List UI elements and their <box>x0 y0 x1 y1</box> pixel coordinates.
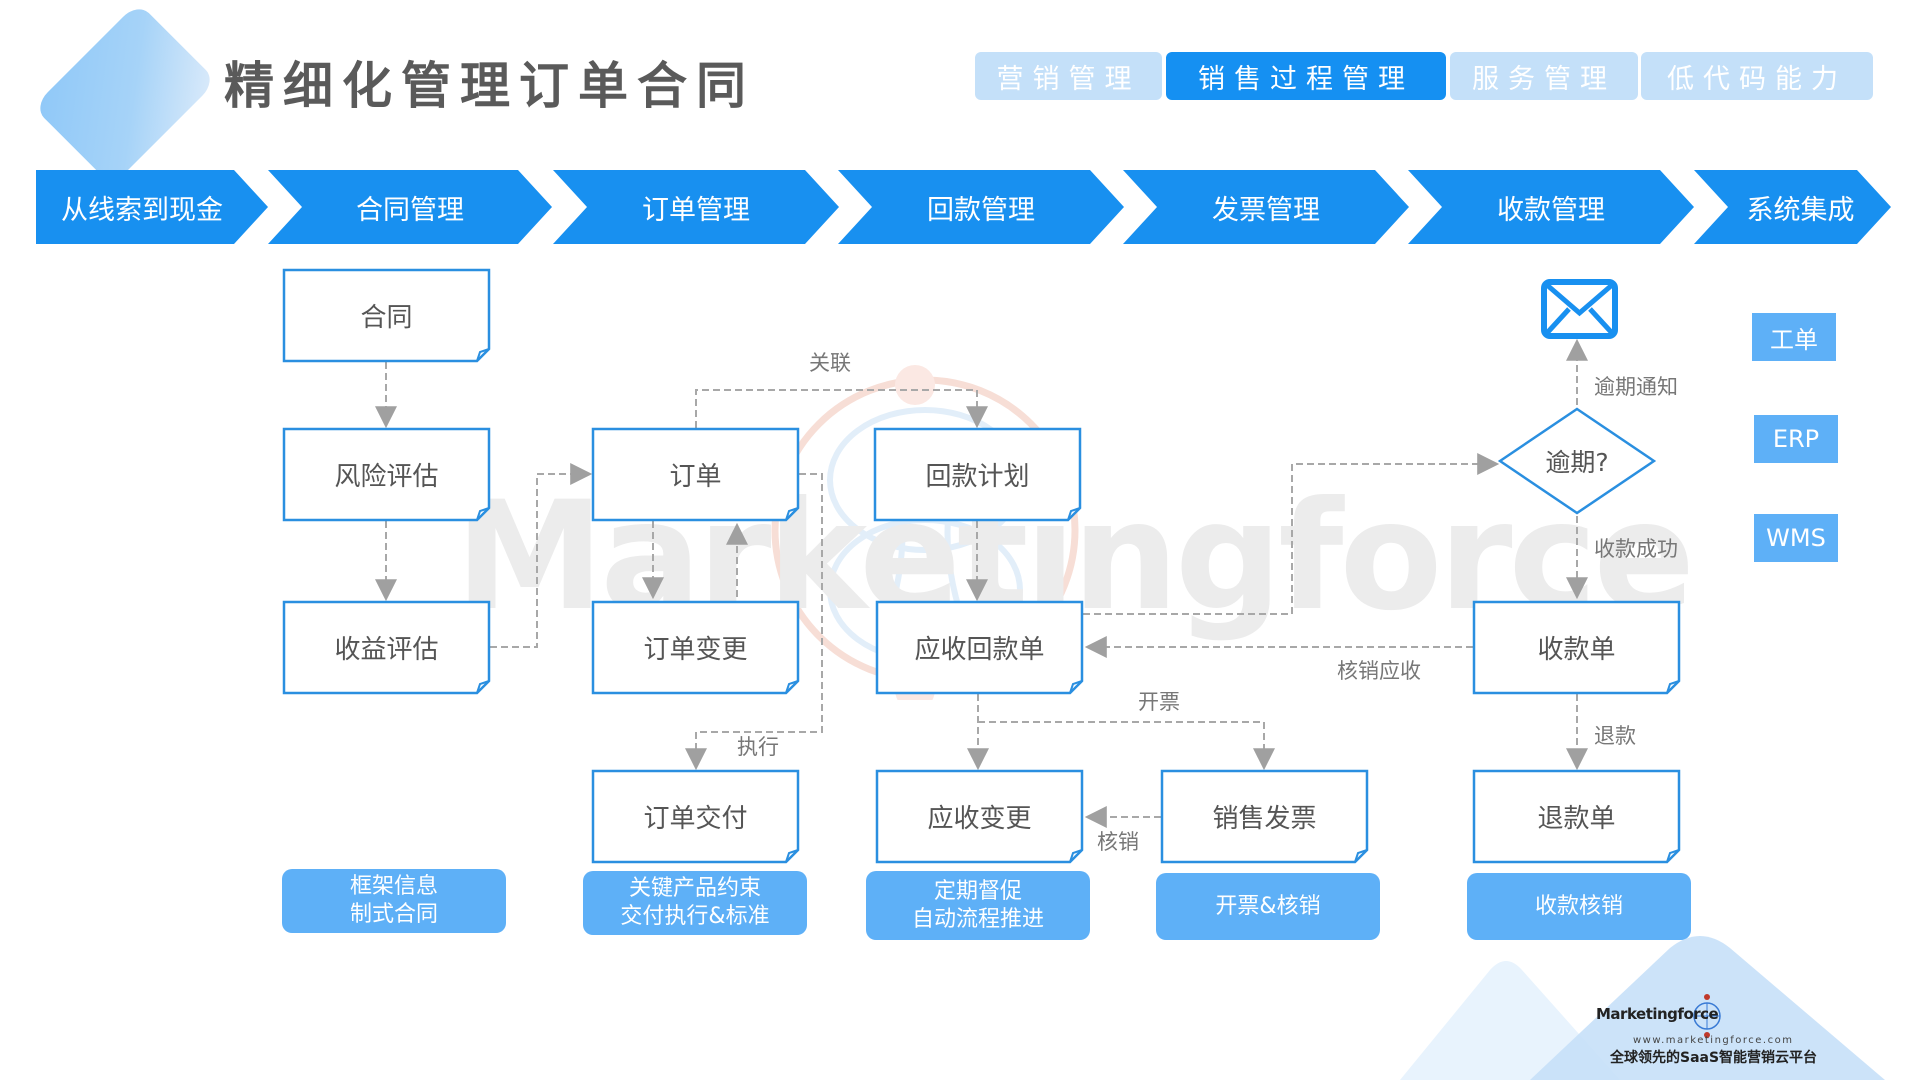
stage-payment-collection[interactable]: 回款管理 <box>838 170 1124 244</box>
node-profit-assessment-label: 收益评估 <box>334 635 439 665</box>
feature-tag-payment: 定期督促 自动流程推进 <box>866 871 1090 940</box>
node-receivable[interactable]: 应收回款单 <box>875 600 1084 695</box>
tab-marketing[interactable]: 营销管理 <box>975 52 1162 100</box>
feature-tag-receipt: 收款核销 <box>1467 873 1691 940</box>
envelope-icon <box>1541 279 1618 339</box>
node-receivable-change-label: 应收变更 <box>927 804 1032 834</box>
edge-label-execute: 执行 <box>737 735 779 759</box>
tab-low-code[interactable]: 低代码能力 <box>1641 52 1873 100</box>
node-sales-invoice[interactable]: 销售发票 <box>1160 769 1369 864</box>
node-payment-plan[interactable]: 回款计划 <box>873 427 1082 522</box>
feature-tag-line: 自动流程推进 <box>911 906 1044 932</box>
stage-system-integration[interactable]: 系统集成 <box>1694 170 1891 244</box>
node-order-label: 订单 <box>669 462 722 492</box>
node-receipt-label: 收款单 <box>1537 635 1616 665</box>
node-profit-assessment[interactable]: 收益评估 <box>282 600 491 695</box>
footer-brand: Marketingforce <box>1596 1005 1719 1023</box>
feature-tag-invoice: 开票&核销 <box>1156 873 1380 940</box>
edge-label-refund: 退款 <box>1594 724 1636 748</box>
integration-wms[interactable]: WMS <box>1754 514 1838 562</box>
stage-order[interactable]: 订单管理 <box>553 170 839 244</box>
stage-receipt[interactable]: 收款管理 <box>1408 170 1694 244</box>
edge-label-writeoff-receivable: 核销应收 <box>1337 659 1421 683</box>
node-risk-assessment[interactable]: 风险评估 <box>282 427 491 522</box>
page-title: 精细化管理订单合同 <box>224 57 755 115</box>
node-order-delivery-label: 订单交付 <box>643 804 748 834</box>
node-receipt[interactable]: 收款单 <box>1472 600 1681 695</box>
edge-receivable-overdue <box>1083 453 1500 615</box>
node-sales-invoice-label: 销售发票 <box>1212 804 1317 834</box>
brand-globe-icon <box>1693 994 1721 1038</box>
node-order[interactable]: 订单 <box>591 427 800 522</box>
tab-service[interactable]: 服务管理 <box>1450 52 1638 100</box>
node-payment-plan-label: 回款计划 <box>925 462 1030 492</box>
stage-contract[interactable]: 合同管理 <box>268 170 552 244</box>
node-order-delivery[interactable]: 订单交付 <box>591 769 800 864</box>
edge-label-overdue-notice: 逾期通知 <box>1594 375 1678 399</box>
feature-tag-order: 关键产品约束 交付执行&标准 <box>583 871 807 935</box>
feature-tag-line: 定期督促 <box>933 878 1022 904</box>
feature-tag-line: 交付执行&标准 <box>620 904 770 929</box>
edge-order-link-plan <box>695 389 988 429</box>
node-receivable-label: 应收回款单 <box>914 635 1045 665</box>
edge-receivable-invoice <box>978 721 1275 771</box>
node-refund[interactable]: 退款单 <box>1472 769 1681 864</box>
tab-sales-process[interactable]: 销售过程管理 <box>1166 52 1446 100</box>
feature-tag-contract: 框架信息 制式合同 <box>282 869 506 933</box>
node-contract-label: 合同 <box>360 303 413 333</box>
feature-tag-line: 开票&核销 <box>1215 893 1321 919</box>
node-overdue-decision-label: 逾期? <box>1545 448 1609 477</box>
feature-tag-line: 关键产品约束 <box>628 876 761 901</box>
node-refund-label: 退款单 <box>1537 804 1616 834</box>
footer-slogan: 全球领先的SaaS智能营销云平台 <box>1610 1050 1818 1066</box>
node-order-change[interactable]: 订单变更 <box>591 600 800 695</box>
node-overdue-decision[interactable]: 逾期? <box>1498 407 1656 515</box>
node-order-change-label: 订单变更 <box>643 635 748 665</box>
integration-erp[interactable]: ERP <box>1754 415 1838 463</box>
stage-lead-to-cash[interactable]: 从线索到现金 <box>36 170 268 244</box>
feature-tag-line: 制式合同 <box>349 902 438 927</box>
node-risk-assessment-label: 风险评估 <box>334 462 439 492</box>
node-receivable-change[interactable]: 应收变更 <box>875 769 1084 864</box>
edge-label-link: 关联 <box>809 351 851 375</box>
feature-tag-line: 收款核销 <box>1534 893 1623 919</box>
stage-invoice[interactable]: 发票管理 <box>1123 170 1409 244</box>
edge-label-invoice: 开票 <box>1138 690 1180 714</box>
edge-label-writeoff: 核销 <box>1097 830 1139 854</box>
edge-label-payment-success: 收款成功 <box>1594 537 1678 561</box>
node-contract[interactable]: 合同 <box>282 268 491 363</box>
integration-work-order[interactable]: 工单 <box>1752 313 1836 361</box>
edge-order-execute <box>685 473 823 771</box>
footer-url: www.marketingforce.com <box>1633 1035 1794 1046</box>
edge-profit-order <box>490 463 593 648</box>
feature-tag-line: 框架信息 <box>349 874 438 899</box>
